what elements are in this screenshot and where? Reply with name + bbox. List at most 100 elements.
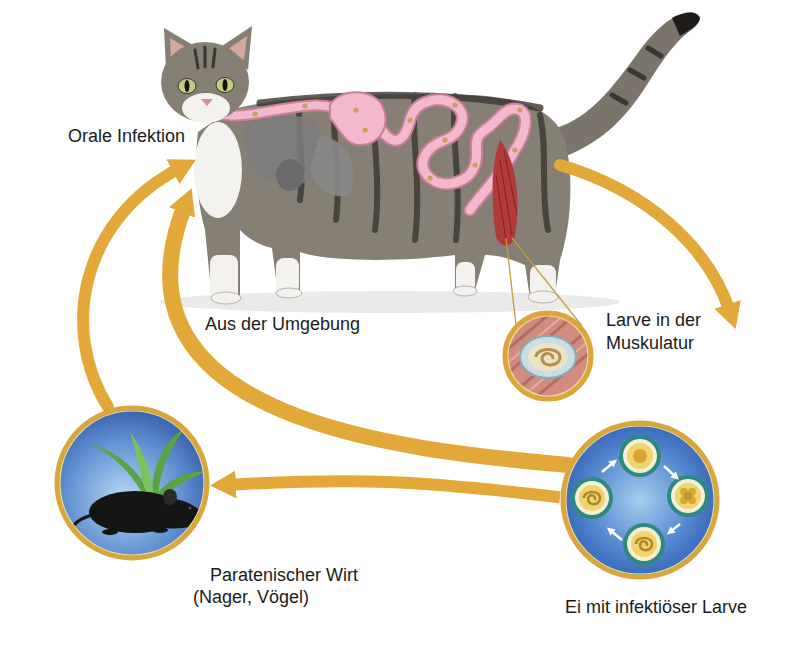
digestive-tract (330, 92, 386, 145)
life-stage-circle: Ei mit infektiöser Larve (560, 420, 720, 580)
rodent-picture (130, 432, 154, 496)
thigh-muscle (493, 140, 518, 245)
stage-label: Ei mit infektiöser Larve (565, 596, 770, 618)
muscle-larva-picture (528, 343, 568, 371)
rodent-picture (189, 507, 192, 510)
adult-worms (302, 103, 307, 108)
development-arrow (670, 524, 680, 532)
adult-worms (252, 111, 257, 116)
egg-with-larva (623, 523, 665, 565)
adult-worms (407, 117, 412, 122)
egg-with-larva (627, 527, 661, 561)
circle-ring (60, 411, 204, 555)
egg-stages-picture (561, 421, 719, 579)
adult-worms (512, 147, 517, 152)
adult-worms (442, 137, 447, 142)
cycle-arrow (83, 165, 730, 465)
label-anchor: Aus der Umgebung (205, 313, 360, 335)
egg-one-cell (619, 435, 661, 477)
development-arrow (602, 462, 680, 540)
circle-ring (508, 316, 588, 396)
transmission-arrow (228, 481, 560, 497)
circle-ring (505, 313, 591, 399)
muscle-larva-picture (520, 336, 576, 378)
thigh-muscle (493, 140, 518, 245)
cat-head (195, 47, 215, 68)
muscle-larva-picture (497, 308, 602, 405)
egg-morula (684, 492, 692, 500)
development-arrow (602, 462, 614, 472)
egg-with-larva (631, 531, 657, 557)
muscle-larva-picture (490, 300, 605, 410)
digestive-tract (213, 92, 525, 210)
cat-head (185, 80, 190, 92)
egg-with-larva (571, 477, 613, 519)
cat-shadow (160, 291, 620, 313)
cat-organs (310, 135, 353, 196)
cat-figure (160, 12, 700, 326)
egg-with-larva (579, 485, 605, 511)
cycle-arrow (560, 165, 730, 312)
stage-label: Paratenischer Wirt (Nager, Vögel) (193, 564, 371, 608)
circle-ring (563, 423, 717, 577)
circle-ring (57, 408, 207, 558)
adult-worms (353, 107, 358, 112)
egg-one-cell (627, 443, 653, 469)
circle-ring (566, 426, 714, 574)
cat-white-fur (211, 292, 241, 304)
circle-frame (502, 310, 594, 402)
rodent-picture (163, 489, 177, 505)
annotation-label: Orale Infektion (68, 125, 185, 147)
label-anchor: Orale Infektion (68, 125, 185, 147)
rodent-picture (102, 529, 118, 535)
adult-worms (517, 107, 522, 112)
development-arrow (664, 466, 676, 477)
cat-tail (612, 48, 661, 103)
development-arrow (610, 530, 622, 540)
egg-one-cell (623, 439, 657, 473)
rodent-picture (55, 406, 209, 560)
cat-tail (556, 12, 700, 156)
cat-stripes (540, 115, 548, 230)
cat-head (182, 93, 230, 123)
cat-head (223, 79, 228, 91)
circle-frame (54, 405, 210, 561)
adult-worms (472, 162, 477, 167)
cat-white-fur (453, 286, 477, 296)
rodent-picture (55, 406, 210, 560)
egg-with-larva (623, 523, 665, 565)
egg-morula (671, 479, 705, 513)
cat-white-fur (194, 122, 242, 218)
egg-morula (667, 475, 709, 517)
rodent-picture (152, 527, 168, 533)
adult-worms (362, 127, 367, 132)
annotation-label: Aus der Umgebung (205, 313, 360, 335)
muscle-larva-picture (490, 300, 605, 410)
egg-one-cell (633, 449, 647, 463)
cat-white-fur (528, 291, 558, 303)
stage-label: Larve in der Muskulatur (606, 309, 712, 355)
adult-worms (252, 102, 522, 180)
circle-frame (560, 420, 720, 580)
egg-with-larva (575, 481, 609, 515)
cat-head (161, 26, 252, 123)
egg-one-cell (619, 435, 661, 477)
egg-morula (675, 483, 701, 509)
cat-white-fur (276, 288, 302, 298)
life-stage-circle: Larve in der Muskulatur (502, 310, 594, 402)
egg-with-larva (571, 477, 613, 519)
cat-organs (276, 159, 304, 191)
cat-tail (556, 12, 699, 156)
life-stage-circle: Paratenischer Wirt (Nager, Vögel) (54, 405, 210, 561)
egg-with-larva (636, 538, 652, 550)
egg-morula (667, 475, 709, 517)
egg-stages-picture (561, 421, 719, 579)
muscle-larva-picture (536, 350, 560, 366)
thigh-muscle (496, 150, 517, 240)
cat-tail (672, 13, 700, 36)
adult-worms (452, 102, 457, 107)
cat-head (178, 79, 196, 94)
cat-head (216, 78, 234, 93)
rodent-picture (155, 472, 205, 498)
